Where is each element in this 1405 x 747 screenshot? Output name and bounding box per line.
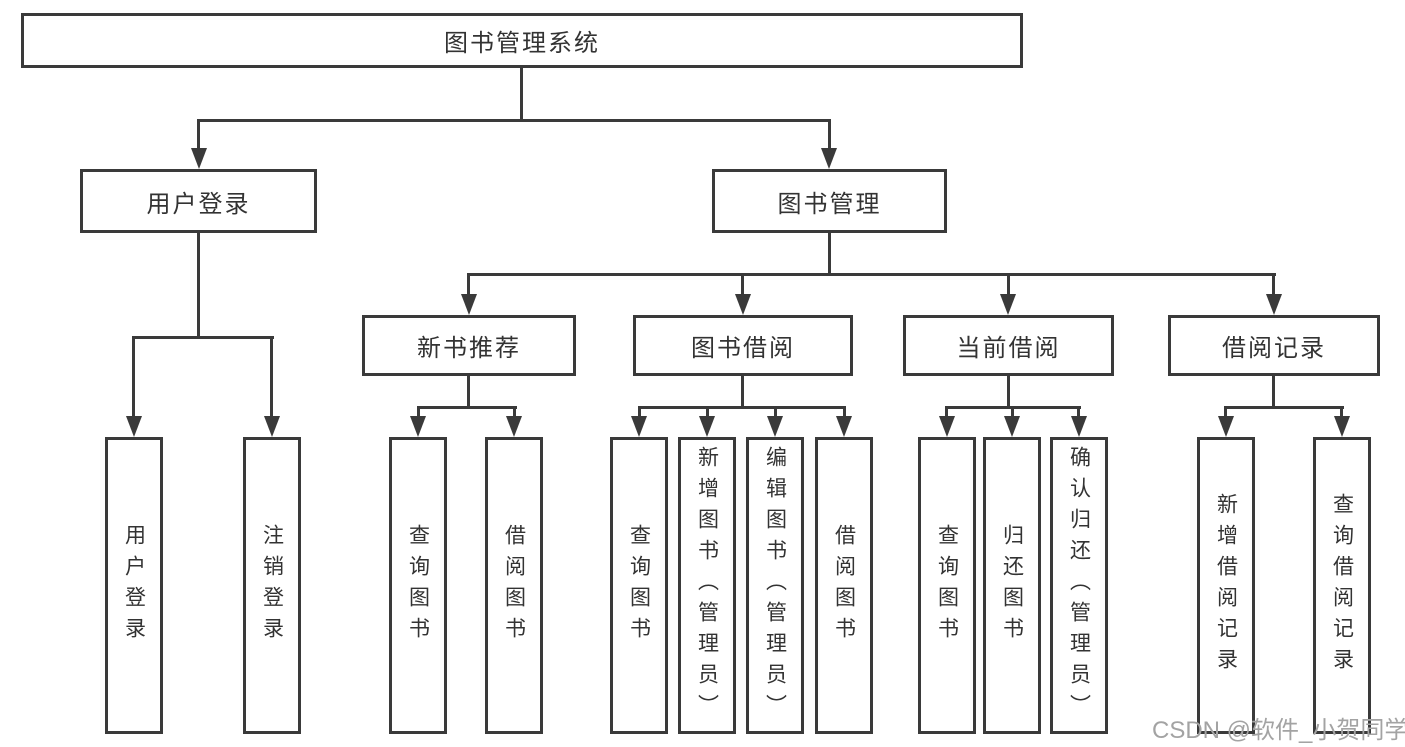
- node-root-label: 图书管理系统: [444, 30, 600, 57]
- arrow-down-icon: [1218, 416, 1234, 437]
- leaf-confirm-return-admin-label: 确认归还（管理员）: [1067, 446, 1091, 725]
- leaf-borrow-book-recommend-label: 借阅图书: [502, 523, 526, 648]
- node-book-borrowing-label: 图书借阅: [691, 335, 795, 362]
- connector-line: [467, 375, 470, 409]
- leaf-query-book-current: 查询图书: [918, 437, 976, 734]
- leaf-add-borrow-record-label: 新增借阅记录: [1214, 492, 1238, 679]
- node-new-book-recommendation-label: 新书推荐: [417, 335, 521, 362]
- leaf-confirm-return-admin: 确认归还（管理员）: [1050, 437, 1108, 734]
- arrow-down-icon: [1004, 416, 1020, 437]
- leaf-edit-book-admin: 编辑图书（管理员）: [746, 437, 804, 734]
- leaf-user-login: 用户登录: [105, 437, 163, 734]
- connector-line: [843, 406, 846, 418]
- connector-line: [638, 406, 846, 409]
- arrow-down-icon: [735, 294, 751, 315]
- connector-line: [417, 406, 420, 418]
- arrow-down-icon: [699, 416, 715, 437]
- arrow-down-icon: [767, 416, 783, 437]
- arrow-down-icon: [506, 416, 522, 437]
- arrow-down-icon: [410, 416, 426, 437]
- leaf-query-book-borrowing-label: 查询图书: [627, 523, 651, 648]
- connector-line: [270, 336, 273, 418]
- connector-line: [1077, 406, 1080, 418]
- arrow-down-icon: [191, 148, 207, 169]
- node-book-management: 图书管理: [712, 169, 947, 233]
- connector-line: [520, 68, 523, 120]
- arrow-down-icon: [821, 148, 837, 169]
- connector-line: [1224, 406, 1227, 418]
- node-root: 图书管理系统: [21, 13, 1023, 68]
- connector-line: [1224, 406, 1344, 409]
- connector-line: [132, 336, 274, 339]
- arrow-down-icon: [264, 416, 280, 437]
- leaf-add-borrow-record: 新增借阅记录: [1197, 437, 1255, 734]
- leaf-logout: 注销登录: [243, 437, 301, 734]
- arrow-down-icon: [836, 416, 852, 437]
- arrow-down-icon: [1071, 416, 1087, 437]
- leaf-add-book-admin: 新增图书（管理员）: [678, 437, 736, 734]
- connector-line: [828, 233, 831, 276]
- connector-line: [467, 273, 470, 296]
- leaf-query-book-recommend: 查询图书: [389, 437, 447, 734]
- leaf-edit-book-admin-label: 编辑图书（管理员）: [763, 446, 787, 725]
- arrow-down-icon: [939, 416, 955, 437]
- connector-line: [1272, 273, 1275, 296]
- connector-line: [828, 119, 831, 150]
- leaf-logout-label: 注销登录: [260, 523, 284, 648]
- connector-line: [1272, 375, 1275, 409]
- node-book-borrowing: 图书借阅: [633, 315, 853, 376]
- connector-line: [706, 406, 709, 418]
- node-current-borrowing-label: 当前借阅: [956, 335, 1061, 362]
- connector-line: [467, 273, 1276, 276]
- leaf-return-book: 归还图书: [983, 437, 1041, 734]
- leaf-add-book-admin-label: 新增图书（管理员）: [695, 446, 719, 725]
- node-borrowing-records-label: 借阅记录: [1222, 335, 1326, 362]
- leaf-user-login-label: 用户登录: [122, 523, 146, 648]
- leaf-borrow-book-label: 借阅图书: [832, 523, 856, 648]
- connector-line: [197, 119, 831, 122]
- connector-line: [741, 375, 744, 409]
- node-user-login-label: 用户登录: [146, 190, 251, 218]
- node-current-borrowing: 当前借阅: [903, 315, 1114, 376]
- connector-line: [132, 336, 135, 418]
- connector-line: [1011, 406, 1014, 418]
- leaf-query-borrow-record: 查询借阅记录: [1313, 437, 1371, 734]
- leaf-query-book-current-label: 查询图书: [935, 523, 959, 648]
- connector-line: [638, 406, 641, 418]
- arrow-down-icon: [631, 416, 647, 437]
- connector-line: [945, 406, 948, 418]
- leaf-borrow-book-recommend: 借阅图书: [485, 437, 543, 734]
- node-borrowing-records: 借阅记录: [1168, 315, 1380, 376]
- node-book-management-label: 图书管理: [777, 190, 882, 218]
- node-user-login: 用户登录: [80, 169, 317, 233]
- connector-line: [741, 273, 744, 296]
- connector-line: [417, 406, 517, 409]
- arrow-down-icon: [1334, 416, 1350, 437]
- csdn-watermark: CSDN @软件_小贺同学: [1152, 717, 1405, 744]
- connector-line: [197, 119, 200, 150]
- leaf-query-book-borrowing: 查询图书: [610, 437, 668, 734]
- connector-line: [774, 406, 777, 418]
- arrow-down-icon: [1000, 294, 1016, 315]
- connector-line: [1340, 406, 1343, 418]
- arrow-down-icon: [461, 294, 477, 315]
- connector-line: [197, 233, 200, 339]
- leaf-borrow-book: 借阅图书: [815, 437, 873, 734]
- connector-line: [1007, 375, 1010, 409]
- leaf-query-borrow-record-label: 查询借阅记录: [1330, 492, 1354, 679]
- connector-line: [513, 406, 516, 418]
- arrow-down-icon: [126, 416, 142, 437]
- arrow-down-icon: [1266, 294, 1282, 315]
- node-new-book-recommendation: 新书推荐: [362, 315, 576, 376]
- connector-line: [1007, 273, 1010, 296]
- leaf-return-book-label: 归还图书: [1000, 523, 1024, 648]
- leaf-query-book-recommend-label: 查询图书: [406, 523, 430, 648]
